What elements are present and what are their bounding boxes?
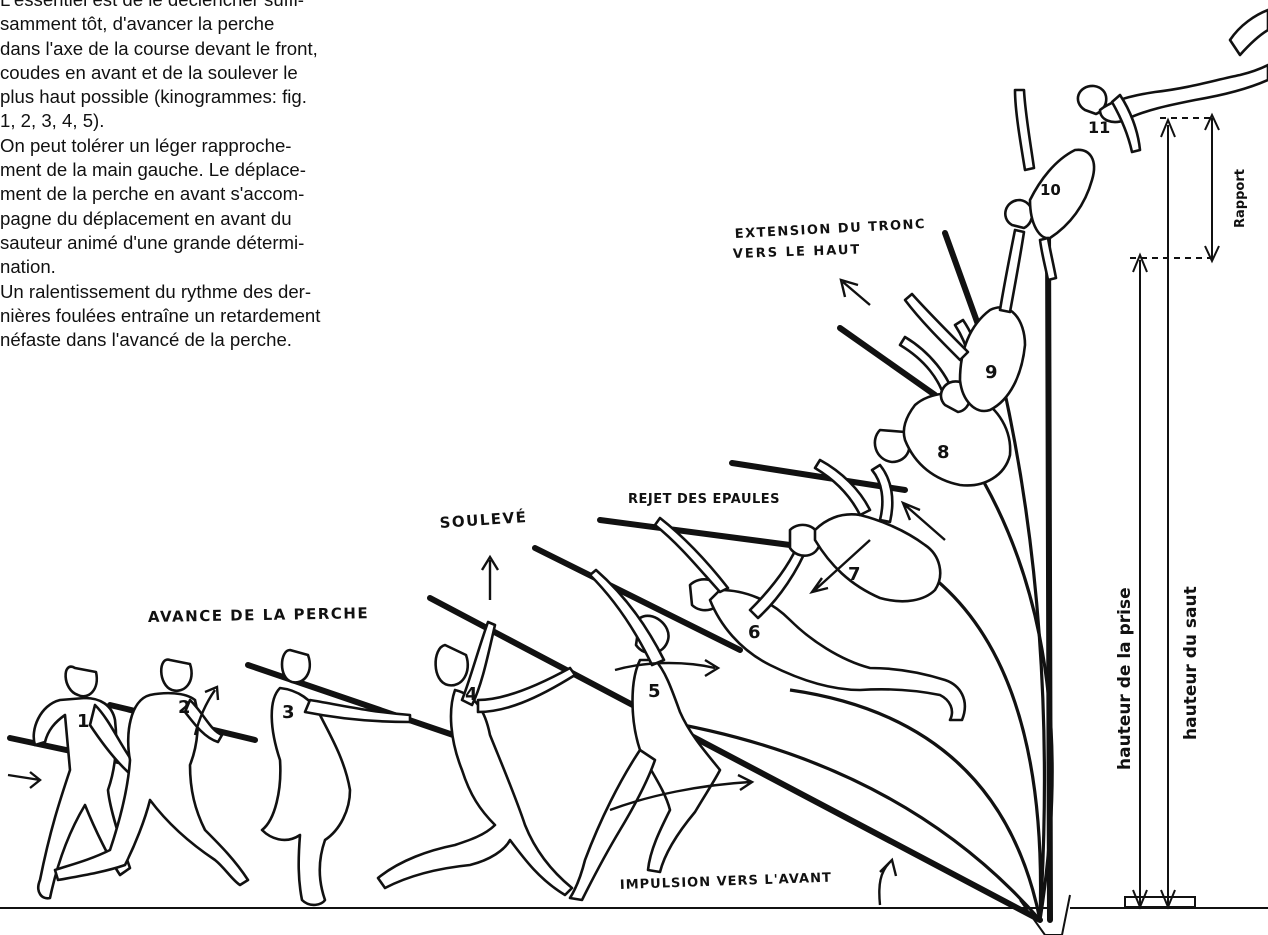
figure-number-2: 2 <box>178 697 191 718</box>
figure-number-10: 10 <box>1040 181 1061 199</box>
figure-number-1: 1 <box>77 711 90 732</box>
figure-number-11: 11 <box>1088 118 1110 137</box>
label-extension-1: EXTENSION DU TRONC <box>734 217 926 242</box>
athlete-figure-5 <box>570 570 720 900</box>
entry-arrow <box>8 772 40 788</box>
figure-number-3: 3 <box>282 702 295 723</box>
hauteur-saut-line <box>1161 120 1175 907</box>
extension-arrow <box>841 280 870 305</box>
figure-number-4: 4 <box>465 684 478 705</box>
figure-number-7: 7 <box>848 564 861 585</box>
label-hauteur-prise: hauteur de la prise <box>1115 587 1135 770</box>
fig5-arm-arrow <box>615 660 718 676</box>
label-souleve: SOULEVÉ <box>439 507 528 532</box>
hauteur-prise-line <box>1133 255 1147 907</box>
figure-number-8: 8 <box>937 442 950 463</box>
figure-number-5: 5 <box>648 681 661 702</box>
pole-6 <box>600 520 790 545</box>
label-avance: AVANCE DE LA PERCHE <box>148 604 370 626</box>
label-impulsion: IMPULSION VERS L'AVANT <box>620 871 832 893</box>
impulsion-arrow <box>879 860 896 905</box>
label-hauteur-saut: hauteur du saut <box>1181 586 1201 740</box>
label-extension-2: VERS LE HAUT <box>733 243 862 262</box>
athlete-figure-3 <box>262 650 410 905</box>
figure-number-9: 9 <box>985 362 998 383</box>
rapport-line <box>1205 115 1219 261</box>
figure-number-6: 6 <box>748 622 761 643</box>
pole-9 <box>945 233 980 330</box>
soulevement-arrow <box>482 557 498 600</box>
label-rejet: REJET DES EPAULES <box>628 492 780 507</box>
label-rapport: Rapport <box>1233 169 1248 228</box>
athlete-figure-4 <box>378 622 575 895</box>
pole-arc-4 <box>935 410 1052 920</box>
